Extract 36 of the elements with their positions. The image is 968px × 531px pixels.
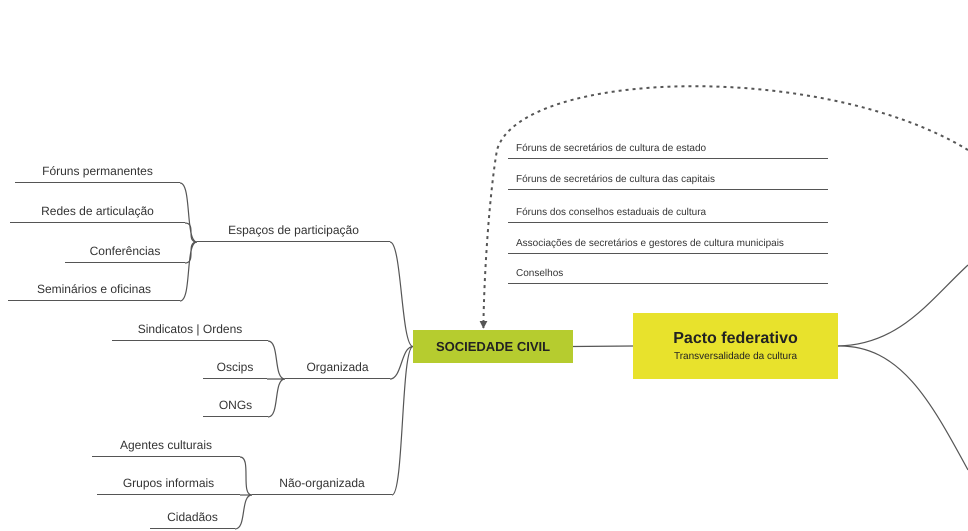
- branch-topic: Espaços de participação: [197, 220, 390, 242]
- connector-line: [184, 222, 198, 243]
- topic-box: Pacto federativo Transversalidade da cultura: [633, 313, 838, 379]
- branch-topic: ONGs: [203, 395, 268, 417]
- connector-line: [267, 378, 285, 380]
- branch-topic: Redes de articulação: [10, 201, 185, 223]
- connector-line: [180, 241, 198, 302]
- branch-topic: Cidadãos: [150, 507, 235, 529]
- connector-line: [184, 241, 198, 264]
- connector-line: [390, 242, 414, 347]
- connector-line: [240, 456, 252, 496]
- branch-topic: Agentes culturais: [92, 435, 240, 457]
- connector-line: [240, 494, 252, 496]
- list-item: Fóruns de secretários de cultura das capitais: [508, 172, 828, 190]
- branch-topic: Seminários e oficinas: [8, 279, 180, 301]
- list-item: Conselhos: [508, 266, 828, 284]
- connector-line: [180, 182, 198, 243]
- branch-topic: Fóruns permanentes: [15, 161, 180, 183]
- dotted-arrow: [480, 85, 968, 329]
- branch-topic: Não-organizada: [252, 473, 392, 495]
- connector-line: [234, 494, 252, 530]
- branch-topic: Grupos informais: [97, 473, 240, 495]
- connector-line: [838, 345, 968, 470]
- branch-topic: Conferências: [65, 241, 185, 263]
- connector-line: [268, 340, 286, 380]
- connector-line: [573, 345, 633, 348]
- branch-topic: Organizada: [285, 357, 390, 379]
- list-item: Fóruns de secretários de cultura de estado: [508, 141, 828, 159]
- branch-topic: Oscips: [203, 357, 267, 379]
- connector-line: [392, 346, 414, 496]
- central-topic-box: SOCIEDADE CIVIL: [413, 330, 573, 363]
- list-item: Fóruns dos conselhos estaduais de cultura: [508, 205, 828, 223]
- connector-line: [268, 378, 286, 418]
- list-item: Associações de secretários e gestores de cultura municipais: [508, 236, 828, 254]
- branch-topic: Sindicatos | Ordens: [112, 319, 268, 341]
- connector-line: [390, 346, 414, 380]
